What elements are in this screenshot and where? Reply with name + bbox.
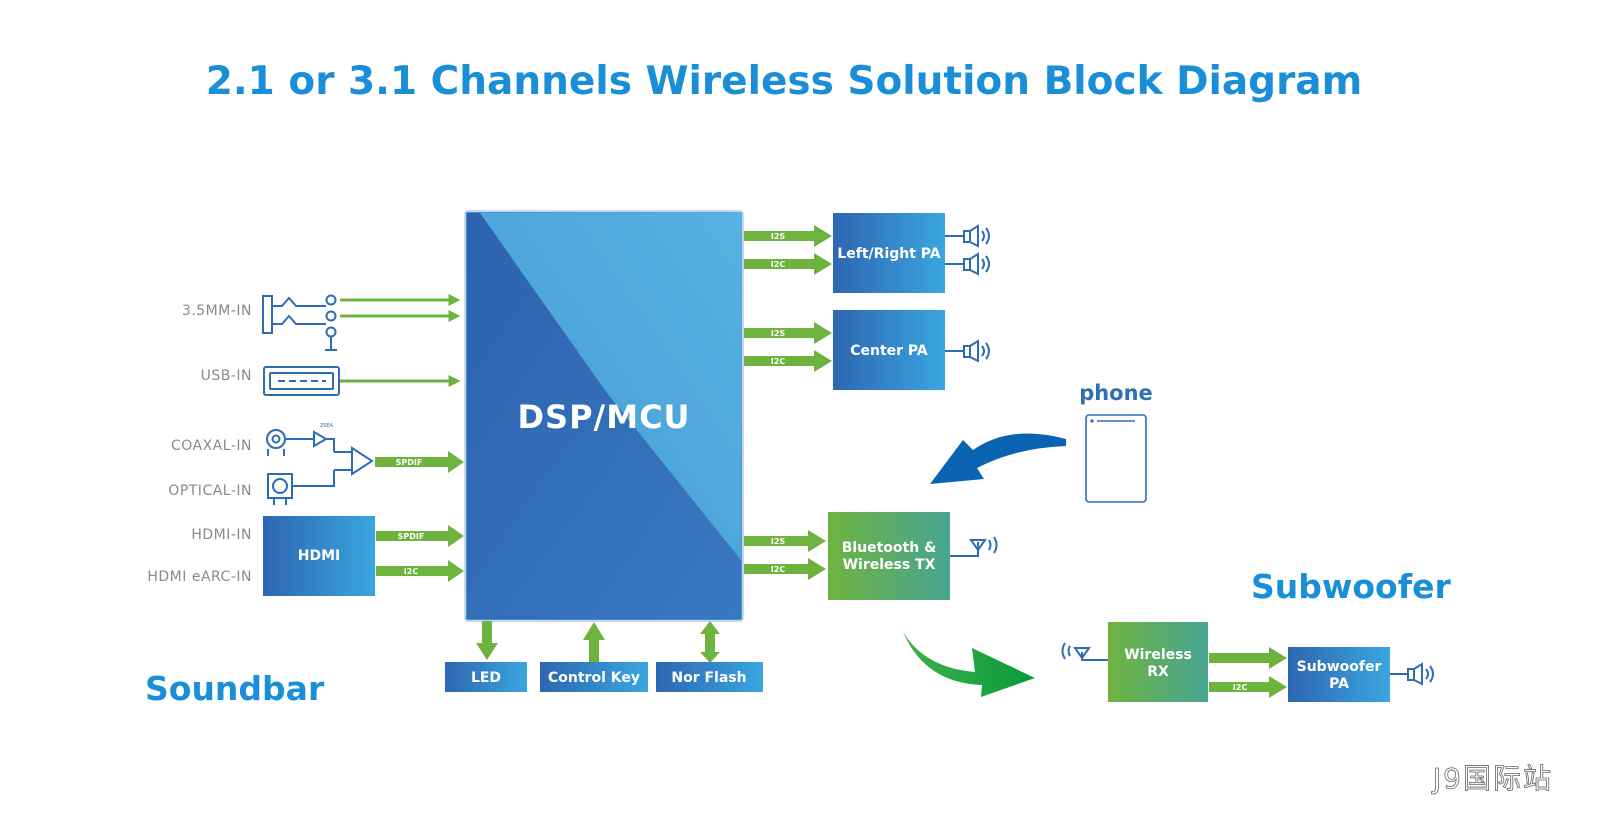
diagram-title: 2.1 or 3.1 Channels Wireless Solution Bl… [206,59,1363,104]
control-key-label: Control Key [548,670,640,686]
usb-port-icon [263,366,340,396]
wireless-rx-label-line2: RX [1147,664,1169,680]
bus-label-i2c-center: I2C [771,357,786,366]
bt-label-line2: Wireless TX [843,557,936,573]
subwoofer-section-label: Subwoofer [1251,567,1451,606]
input-label-hdmi-in: HDMI-IN [191,527,252,543]
hdmi-block: HDMI [263,516,375,596]
bus-label-i2s-lr: I2S [771,232,786,241]
nor-flash-block: Nor Flash [656,662,763,692]
soundbar-section-label: Soundbar [145,669,325,708]
bus-label-spdif-hdmi: SPDIF [398,532,425,541]
speaker-icon [945,339,990,363]
hdmi-i2c-arrow: I2C [376,560,464,582]
optical-connector-icon [267,470,335,505]
bus-label-i2c-lr: I2C [771,260,786,269]
lr-pa-i2c-arrow: I2C [744,253,832,275]
subwoofer-pa-label-line2: PA [1329,676,1349,692]
rx-to-sub-arrow [1209,647,1287,669]
wireless-link-arrow [903,632,1035,697]
center-pa-block: Center PA [833,310,945,390]
spdif-coax-arrow: SPDIF [375,451,464,473]
speaker-icon [945,252,990,276]
input-label-usb: USB-IN [201,368,252,384]
input-arrows [340,294,461,387]
phone-label: phone [1079,381,1153,405]
control-key-arrow [583,622,605,662]
bus-label-i2c-hdmi: I2C [404,567,419,576]
hdmi-label: HDMI [298,548,340,564]
lr-pa-i2s-arrow: I2S [744,225,832,247]
speaker-icon [1390,662,1434,686]
nor-flash-label: Nor Flash [671,670,746,686]
center-pa-i2s-arrow: I2S [744,322,832,344]
subwoofer-pa-block: Subwoofer PA [1288,647,1390,702]
input-label-optical: OPTICAL-IN [168,483,252,499]
rx-to-sub-i2c-arrow: I2C [1209,676,1287,698]
subwoofer-pa-label-line1: Subwoofer [1297,659,1382,675]
phone-icon [1085,414,1147,503]
phone-to-bt-arrow [930,433,1066,484]
bus-label-i2s-center: I2S [771,329,786,338]
input-label-jack: 3.5MM-IN [182,303,252,319]
bluetooth-wireless-tx-block: Bluetooth & Wireless TX [828,512,950,600]
dsp-mcu-label: DSP/MCU [517,398,690,436]
audio-jack-icon [262,294,337,351]
watermark: J9国际站 [1431,762,1553,795]
signal-buffer-icon [334,446,374,476]
bt-i2s-arrow: I2S [744,530,826,552]
center-pa-label: Center PA [850,343,928,359]
bus-label-spdif-coax: SPDIF [396,458,423,467]
bt-label-line1: Bluetooth & [842,540,937,556]
input-label-hdmi-earc: HDMI eARC-IN [147,569,252,585]
hdmi-spdif-arrow: SPDIF [376,525,464,547]
coaxial-connector-icon: 2SEA [266,423,335,456]
bus-label-i2c-bt: I2C [771,565,786,574]
svg-text:2SEA: 2SEA [320,423,334,429]
bt-i2c-arrow: I2C [744,558,826,580]
dsp-mcu-block: DSP/MCU [464,210,744,622]
center-pa-i2c-arrow: I2C [744,350,832,372]
input-label-coax: COAXAL-IN [171,438,252,454]
left-right-pa-label: Left/Right PA [837,246,940,262]
bus-label-i2c-sub: I2C [1233,683,1248,692]
bus-label-i2s-bt: I2S [771,537,786,546]
wireless-rx-block: Wireless RX [1108,622,1208,702]
antenna-icon [950,536,998,557]
wireless-rx-label-line1: Wireless [1124,647,1192,663]
speaker-icon [945,224,990,248]
left-right-pa-block: Left/Right PA [833,213,945,293]
control-key-block: Control Key [540,662,648,692]
led-arrow [476,621,498,660]
led-label: LED [471,670,501,686]
nor-flash-arrow [700,621,720,663]
antenna-icon [1061,642,1108,661]
led-block: LED [445,662,527,692]
